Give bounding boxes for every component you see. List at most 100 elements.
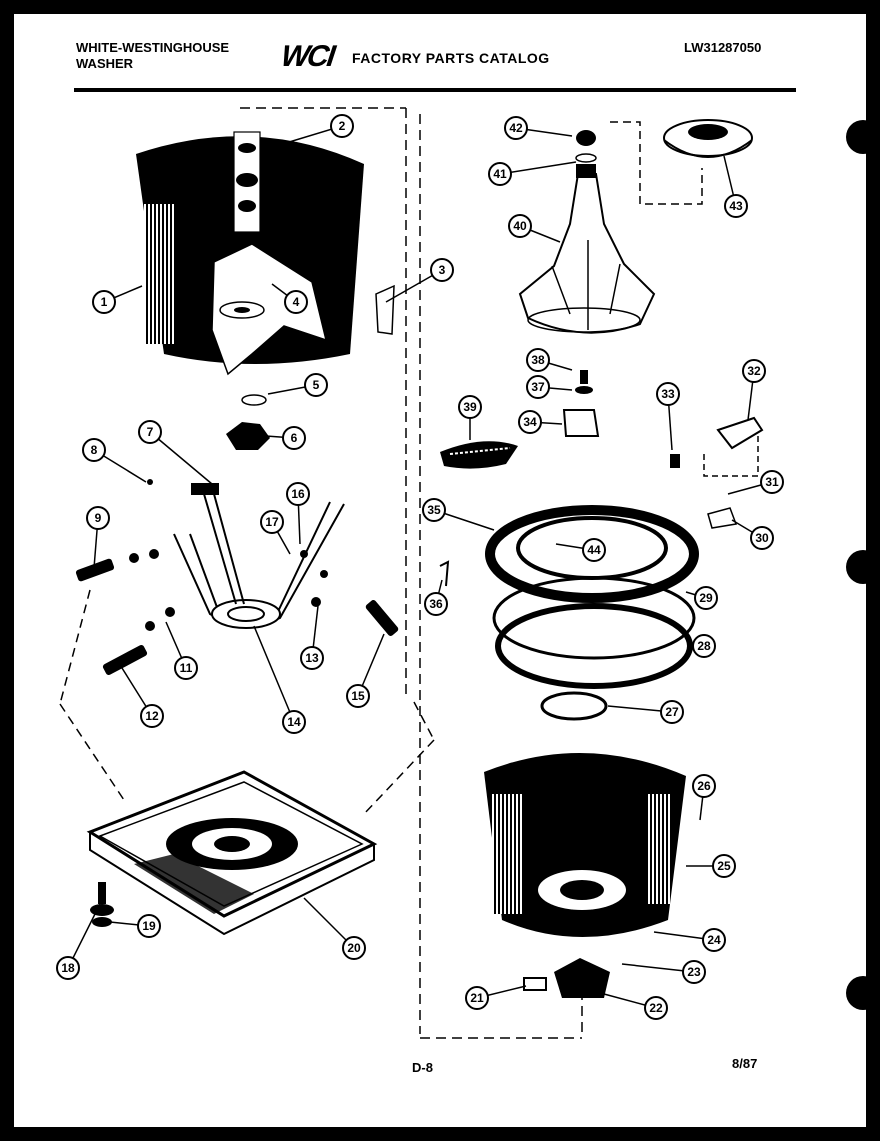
callout-5: 5 bbox=[267, 373, 328, 397]
callout-label: 14 bbox=[287, 715, 301, 729]
brand-line-2: WASHER bbox=[76, 56, 134, 71]
callout-32: 32 bbox=[742, 359, 766, 421]
leveling-leg bbox=[90, 882, 114, 927]
callout-label: 28 bbox=[697, 639, 711, 653]
callout-22: 22 bbox=[603, 993, 668, 1020]
callout-circle bbox=[137, 914, 161, 938]
callout-label: 17 bbox=[265, 515, 279, 529]
callout-3: 3 bbox=[385, 258, 454, 303]
callout-label: 44 bbox=[587, 543, 601, 557]
callout-leader-line bbox=[253, 625, 295, 723]
callout-label: 39 bbox=[463, 400, 477, 414]
callout-label: 9 bbox=[95, 511, 102, 525]
callout-circle bbox=[86, 506, 110, 530]
callout-label: 29 bbox=[699, 591, 713, 605]
base-frame bbox=[86, 770, 378, 936]
callout-circle bbox=[422, 498, 446, 522]
callout-circle bbox=[282, 426, 306, 450]
callout-circle bbox=[424, 592, 448, 616]
callout-label: 38 bbox=[531, 353, 545, 367]
callout-label: 25 bbox=[717, 859, 731, 873]
outer-tub bbox=[136, 131, 364, 376]
wci-logo: WCI bbox=[276, 39, 340, 72]
callout-21: 21 bbox=[465, 985, 527, 1010]
callout-15: 15 bbox=[346, 633, 385, 708]
callout-circle bbox=[304, 373, 328, 397]
callout-circle bbox=[724, 194, 748, 218]
callout-label: 4 bbox=[293, 295, 300, 309]
callout-7: 7 bbox=[138, 420, 213, 485]
callout-layer: 1234567891112131415161718192021222324252… bbox=[56, 114, 784, 1020]
callout-label: 30 bbox=[755, 531, 769, 545]
callout-31: 31 bbox=[727, 470, 784, 495]
callout-12: 12 bbox=[121, 667, 164, 728]
callout-24: 24 bbox=[653, 928, 726, 952]
callout-circle bbox=[138, 420, 162, 444]
callout-circle bbox=[282, 710, 306, 734]
section-dividers bbox=[240, 107, 583, 1039]
callout-34: 34 bbox=[518, 410, 563, 434]
binder-hole-bottom bbox=[846, 976, 880, 1010]
callout-35: 35 bbox=[422, 498, 495, 531]
callout-circle bbox=[260, 510, 284, 534]
parts-catalog-sheet: WHITE-WESTINGHOUSE WASHER WCI FACTORY PA… bbox=[14, 14, 866, 1127]
callout-label: 31 bbox=[765, 475, 779, 489]
callout-14: 14 bbox=[253, 625, 306, 734]
callout-circle bbox=[712, 854, 736, 878]
callout-label: 18 bbox=[61, 961, 75, 975]
callout-2: 2 bbox=[275, 114, 354, 147]
callout-label: 33 bbox=[661, 387, 675, 401]
callout-37: 37 bbox=[526, 375, 573, 399]
callout-circle bbox=[92, 290, 116, 314]
callout-40: 40 bbox=[508, 214, 561, 243]
callout-circle bbox=[526, 375, 550, 399]
callout-33: 33 bbox=[656, 382, 680, 451]
callout-circle bbox=[508, 214, 532, 238]
callout-label: 35 bbox=[427, 503, 441, 517]
exploded-parts-diagram: 1234567891112131415161718192021222324252… bbox=[56, 107, 784, 1039]
callout-44: 44 bbox=[555, 538, 606, 562]
callout-19: 19 bbox=[109, 914, 161, 938]
callout-leader-line bbox=[499, 161, 577, 175]
callout-circle bbox=[465, 986, 489, 1010]
callout-leader-line bbox=[149, 431, 213, 485]
callout-label: 40 bbox=[513, 219, 527, 233]
callout-circle bbox=[330, 114, 354, 138]
callout-circle bbox=[82, 438, 106, 462]
suspension-assembly bbox=[173, 483, 345, 629]
callout-4: 4 bbox=[271, 283, 308, 314]
callout-label: 34 bbox=[523, 415, 537, 429]
callout-26: 26 bbox=[692, 774, 716, 821]
tub-ring bbox=[485, 505, 699, 721]
callout-label: 27 bbox=[665, 705, 679, 719]
callout-13: 13 bbox=[300, 605, 324, 670]
callout-label: 15 bbox=[351, 689, 365, 703]
base-dashes bbox=[59, 589, 435, 815]
callout-label: 43 bbox=[729, 199, 743, 213]
callout-circle bbox=[660, 700, 684, 724]
callout-label: 22 bbox=[649, 1001, 663, 1015]
callout-29: 29 bbox=[685, 586, 718, 610]
callout-circle bbox=[300, 646, 324, 670]
callout-label: 37 bbox=[531, 380, 545, 394]
callout-25: 25 bbox=[686, 854, 736, 878]
header-rule bbox=[74, 88, 796, 92]
callout-label: 16 bbox=[291, 487, 305, 501]
callout-16: 16 bbox=[286, 482, 310, 545]
callout-circle bbox=[682, 960, 706, 984]
callout-circle bbox=[284, 290, 308, 314]
callout-39: 39 bbox=[458, 395, 482, 440]
callout-label: 36 bbox=[429, 597, 443, 611]
callout-label: 13 bbox=[305, 651, 319, 665]
callout-circle bbox=[526, 348, 550, 372]
callout-circle bbox=[346, 684, 370, 708]
callout-circle bbox=[430, 258, 454, 282]
callout-circle bbox=[702, 928, 726, 952]
callout-label: 1 bbox=[101, 295, 108, 309]
callout-label: 6 bbox=[291, 431, 298, 445]
callout-20: 20 bbox=[303, 897, 366, 960]
callout-leader-line bbox=[621, 963, 695, 973]
callout-circle bbox=[342, 936, 366, 960]
callout-circle bbox=[694, 586, 718, 610]
page-number: D-8 bbox=[412, 1060, 433, 1075]
